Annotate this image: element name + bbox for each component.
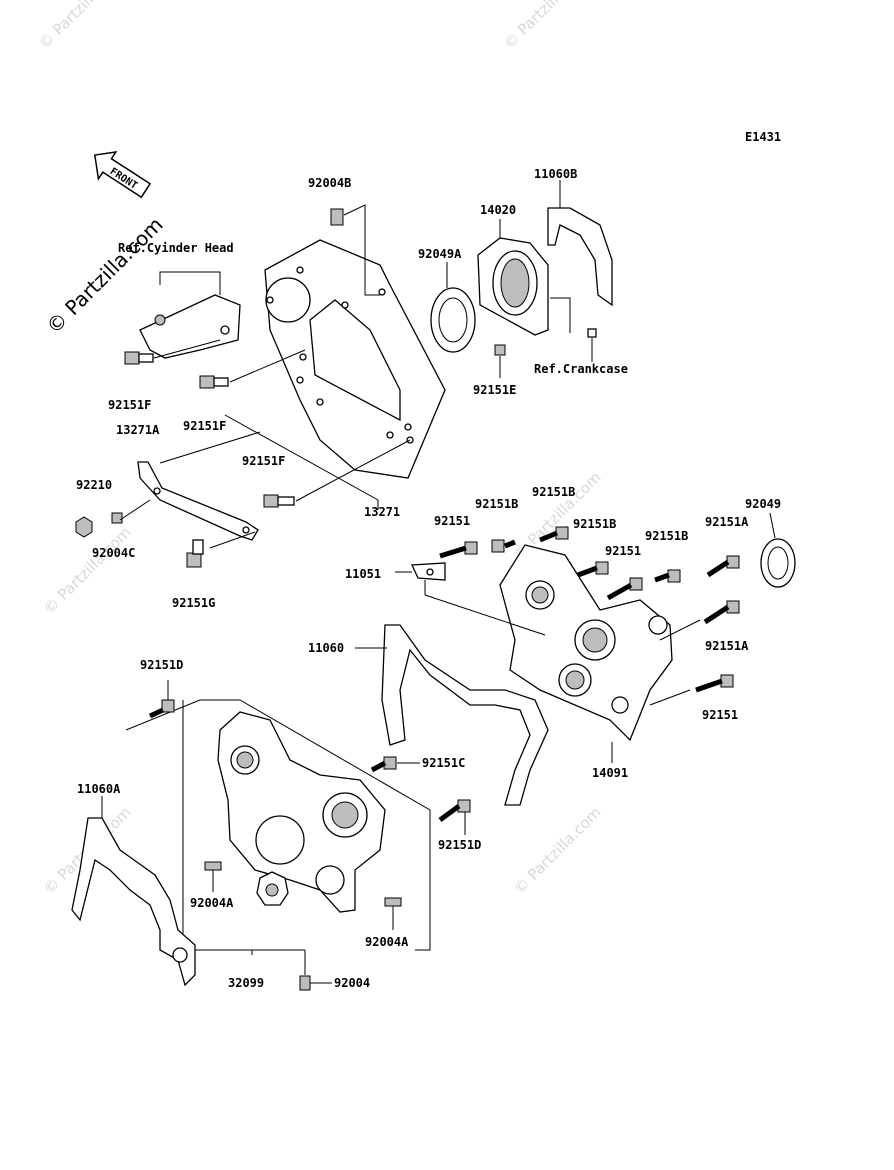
bolt-icon: [186, 539, 204, 568]
watermark: © Partzilla.com: [500, 0, 595, 53]
label-92151F: 92151F: [242, 454, 285, 468]
gasket-11060B: [547, 207, 613, 307]
label-92151A: 92151A: [705, 639, 749, 653]
bolt-icon: [124, 351, 154, 365]
gear-icon: [256, 871, 289, 906]
watermark: © Partzilla.com: [35, 0, 130, 53]
label-92004A: 92004A: [190, 896, 234, 910]
label-14091: 14091: [592, 766, 628, 780]
front-cover-32099: [217, 711, 386, 913]
label-92151C: 92151C: [422, 756, 465, 770]
label-92004C: 92004C: [92, 546, 135, 560]
label-92004: 92004: [334, 976, 370, 990]
label-92151B: 92151B: [532, 485, 575, 499]
label-92151D: 92151D: [140, 658, 183, 672]
timing-plate-13271: [264, 239, 446, 479]
label-92151A: 92151A: [705, 515, 749, 529]
bolt-icon: [577, 561, 609, 578]
bolt-icon: [606, 577, 643, 601]
watermark: © Partzilla.com: [40, 523, 135, 618]
part-labels: 92004B 11060B 14020 92049A 92151E 92151F…: [76, 167, 781, 990]
bolt-icon: [370, 756, 397, 773]
watermark: © Partzilla.com: [510, 803, 605, 898]
label-92151F: 92151F: [183, 419, 226, 433]
label-13271A: 13271A: [116, 423, 160, 437]
bolt-icon: [263, 494, 295, 508]
bolt-icon: [706, 555, 740, 578]
bolt-icon: [491, 539, 516, 553]
stud-icon: [204, 861, 222, 871]
bolt-icon: [439, 541, 478, 559]
label-92151B: 92151B: [645, 529, 688, 543]
nut-icon: [75, 516, 93, 538]
label-92004A: 92004A: [365, 935, 409, 949]
label-92151: 92151: [605, 544, 641, 558]
bolt-icon: [654, 569, 681, 583]
label-32099: 32099: [228, 976, 264, 990]
diagram-code: E1431: [745, 130, 781, 144]
dowel-icon: [299, 975, 311, 991]
label-92049: 92049: [745, 497, 781, 511]
label-92151E: 92151E: [473, 383, 516, 397]
gasket-11060A: [71, 817, 196, 987]
gear-case-14091: [499, 544, 673, 742]
label-92004B: 92004B: [308, 176, 351, 190]
ref-cylinder-head: Ref.Cyinder Head: [118, 241, 234, 255]
label-92151: 92151: [702, 708, 738, 722]
label-11060A: 11060A: [77, 782, 121, 796]
label-11060: 11060: [308, 641, 344, 655]
bracket-13271A: [137, 461, 259, 541]
label-92210: 92210: [76, 478, 112, 492]
oil-seal-92049A: [430, 287, 476, 353]
label-11060B: 11060B: [534, 167, 577, 181]
label-92151B: 92151B: [475, 497, 518, 511]
label-92049A: 92049A: [418, 247, 462, 261]
bolt-icon: [703, 600, 740, 625]
label-92151B: 92151B: [573, 517, 616, 531]
bolt-icon: [695, 674, 734, 693]
stud-icon: [384, 897, 402, 907]
watermark-main: © Partzilla.com: [42, 212, 168, 338]
label-92151D: 92151D: [438, 838, 481, 852]
label-14020: 14020: [480, 203, 516, 217]
stud-icon: [330, 208, 344, 226]
label-92151G: 92151G: [172, 596, 215, 610]
bolt-icon: [199, 375, 229, 389]
label-13271: 13271: [364, 505, 400, 519]
label-92151: 92151: [434, 514, 470, 528]
oil-seal-92049: [760, 538, 796, 588]
bolt-icon: [539, 526, 569, 543]
ref-crankcase: Ref.Crankcase: [534, 362, 628, 376]
label-11051: 11051: [345, 567, 381, 581]
bolt-icon: [148, 699, 175, 719]
front-arrow-icon: FRONT: [93, 151, 152, 199]
bracket-11051: [411, 562, 446, 581]
head-bracket: [139, 294, 241, 359]
gasket-11060: [381, 624, 549, 806]
bolt-icon: [438, 799, 471, 823]
label-92151F: 92151F: [108, 398, 151, 412]
bolt-icon: [494, 344, 506, 356]
stud-icon: [111, 512, 123, 524]
seal-housing-14020: [477, 237, 549, 336]
